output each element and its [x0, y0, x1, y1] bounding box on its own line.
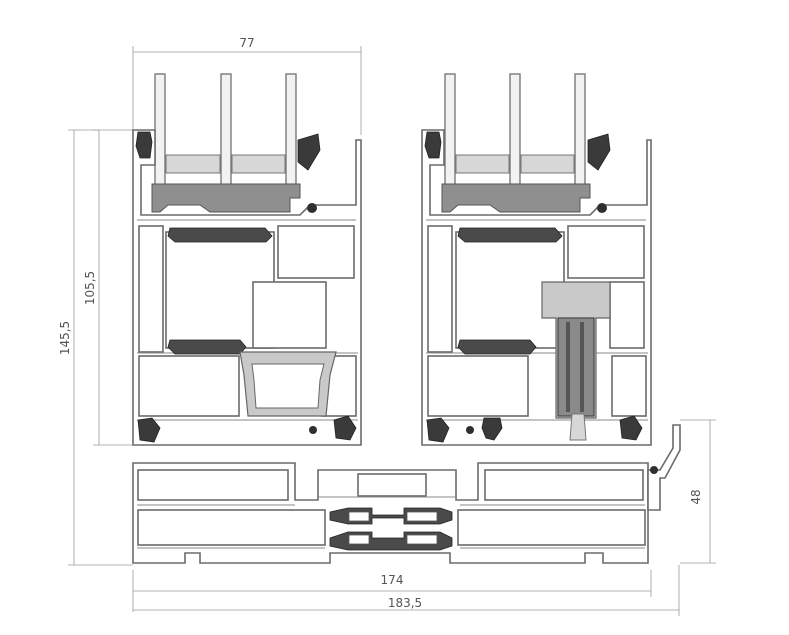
left-glass-pane-3 [285, 73, 297, 187]
right-glass-pane-1 [444, 73, 456, 187]
dim-sash-width-label: 77 [239, 36, 254, 50]
dim-total-height-label: 145,5 [58, 321, 72, 355]
frame-thermal-break [329, 507, 453, 551]
frame-right-hook [647, 424, 681, 511]
dim-total-width-label: 183,5 [388, 596, 422, 610]
outer-frame-profile [132, 462, 649, 564]
left-sash [132, 73, 362, 446]
right-glass-pane-3 [574, 73, 586, 187]
dim-sash-height-label: 105,5 [83, 271, 97, 305]
right-glass-pane-2 [509, 73, 521, 187]
left-glass-pane-1 [154, 73, 166, 187]
left-glass-pane-2 [220, 73, 232, 187]
dimension-lines [68, 46, 716, 616]
right-sash [421, 73, 652, 446]
dim-frame-width-label: 174 [381, 573, 404, 587]
dim-frame-height-label: 48 [689, 489, 703, 504]
